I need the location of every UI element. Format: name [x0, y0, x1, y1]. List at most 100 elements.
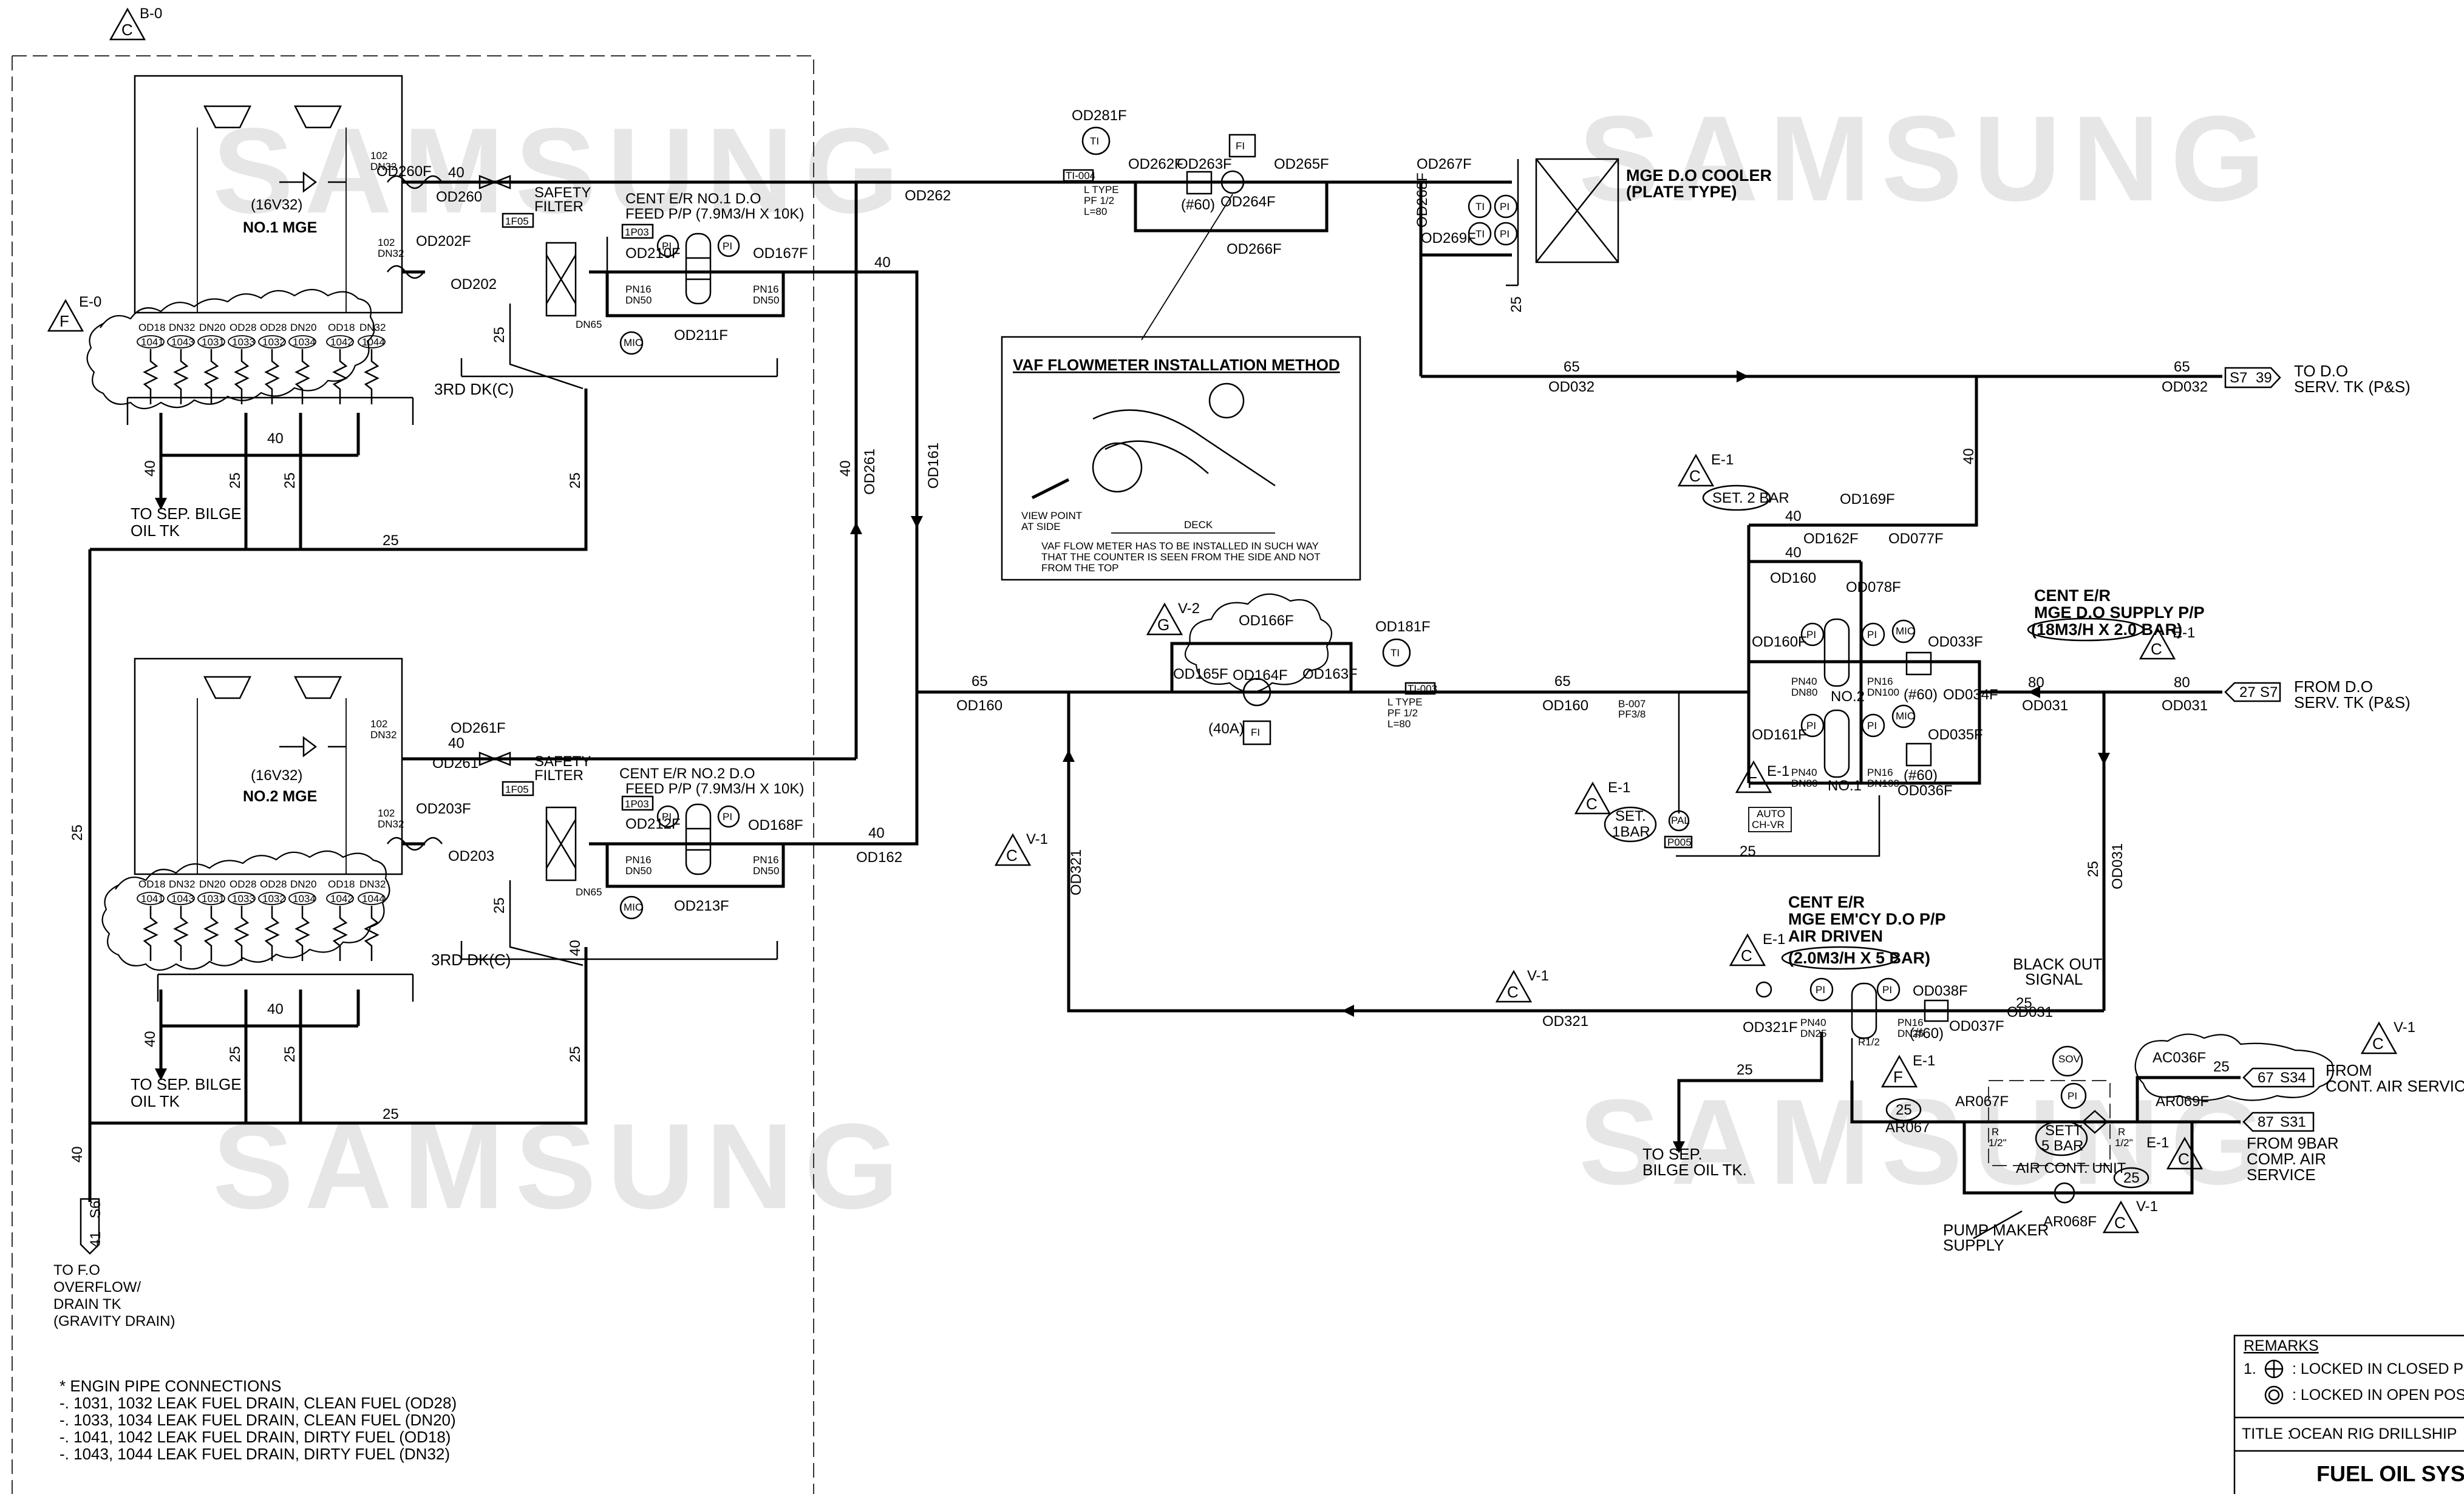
feed-pump-no2[interactable]: CENT E/R NO.2 D.O FEED P/P (7.9M3/H X 10… [619, 766, 804, 920]
connection-tag-oval [137, 335, 165, 348]
svg-text:25: 25 [227, 472, 243, 489]
svg-text:V-1: V-1 [1026, 831, 1048, 847]
svg-text:MIC: MIC [624, 337, 642, 348]
connection-tag: 1033 [232, 893, 255, 905]
svg-text:OD161F: OD161F [1752, 727, 1807, 743]
offpage-s31-from[interactable]: 87 S31 FROM 9BAR COMP. AIR SERVICE [2242, 1112, 2339, 1184]
connection-tag-oval [228, 335, 256, 348]
flex-hose [332, 906, 348, 961]
svg-text:F: F [1748, 773, 1757, 792]
ti-od281f[interactable]: TI OD281F TI-004 L TYPE PF 1/2 L=80 [1063, 107, 1127, 217]
svg-text:102: 102 [378, 237, 395, 248]
supply-pump-no2[interactable]: PI PI MIC NO.2 [1800, 618, 1932, 705]
svg-text:FROM D.O: FROM D.O [2294, 677, 2373, 696]
air-control-unit[interactable]: PI SOV SETT 5 BAR AIR CONT. UNIT [1988, 1045, 2126, 1177]
svg-text:(PLATE TYPE): (PLATE TYPE) [1626, 183, 1737, 201]
svg-text:C: C [1741, 946, 1752, 965]
svg-text:DN50: DN50 [625, 865, 652, 877]
connection-size-label: DN20 [290, 878, 316, 890]
connection-size-label: OD18 [328, 322, 355, 333]
offpage-s7-to[interactable]: S7 39 TO D.O SERV. TK (P&S) [2224, 362, 2411, 396]
svg-text:25: 25 [1508, 296, 1525, 313]
svg-text:L=80: L=80 [1084, 206, 1107, 217]
svg-text:PN16: PN16 [625, 854, 652, 866]
flowmeter-od264f[interactable]: FI [1186, 134, 1256, 195]
connection-tag: 1041 [141, 336, 164, 348]
svg-text:25: 25 [2085, 861, 2102, 877]
connection-size-label: DN20 [199, 878, 225, 890]
svg-text:B-007: B-007 [1618, 698, 1646, 710]
svg-text:(#60): (#60) [1904, 767, 1938, 784]
od260f-label: OD260F [376, 163, 432, 180]
svg-text:FEED P/P (7.9M3/H X 10K): FEED P/P (7.9M3/H X 10K) [625, 206, 804, 222]
svg-text:(#60): (#60) [1181, 197, 1215, 213]
svg-text:OD167F: OD167F [753, 245, 808, 262]
svg-text:65: 65 [2174, 359, 2190, 375]
rev-marker-c-e1-b: C E-1 [2139, 625, 2195, 660]
safety-filter-1[interactable]: 1F05 SAFETY FILTER DN65 [502, 185, 602, 330]
safety-filter-2[interactable]: 1F05 SAFETY FILTER DN65 [502, 753, 602, 898]
svg-text:FUEL OIL SYSTE: FUEL OIL SYSTE [2316, 1461, 2464, 1486]
svg-text:SUPPLY: SUPPLY [1943, 1236, 2004, 1254]
emcy-pump[interactable]: PI PI [1755, 977, 1949, 1039]
flex-hose [234, 906, 250, 961]
svg-text:PI: PI [1867, 720, 1877, 732]
svg-text:80: 80 [2174, 674, 2190, 691]
offpage-s34-from[interactable]: 67 S34 FROM CONT. AIR SERVICE [2242, 1061, 2464, 1095]
valve-od260f[interactable] [478, 175, 511, 189]
svg-text:1F05: 1F05 [505, 784, 529, 795]
do-cooler[interactable]: MGE D.O COOLER (PLATE TYPE) [1535, 158, 1772, 263]
rev-marker-c-v1-d: C V-1 [2102, 1198, 2158, 1234]
drain-lines-no2 [159, 990, 360, 1123]
svg-text:102: 102 [370, 150, 387, 161]
svg-text:CENT E/R NO.1 D.O: CENT E/R NO.1 D.O [625, 191, 761, 207]
svg-text:R: R [2118, 1126, 2125, 1138]
svg-text:PI: PI [1806, 720, 1816, 732]
valve-od261f[interactable] [478, 752, 511, 766]
engine-no2: NO.2 MGE (16V32) 3RD DK(C) [101, 657, 511, 1002]
flowmeter-od164f[interactable]: FI (40A) [1208, 677, 1271, 745]
connection-size-label: OD28 [260, 878, 287, 890]
rev-marker-f-e1-a: F E-1 [1735, 760, 1789, 793]
ti-od181f[interactable]: TI OD181F L TYPE PF 1/2 L=80 TI-003 [1375, 619, 1437, 730]
svg-text:FI: FI [1251, 727, 1260, 738]
svg-text:E-1: E-1 [2173, 625, 2195, 641]
svg-text:TO F.O: TO F.O [53, 1262, 100, 1278]
svg-text:C: C [2151, 640, 2162, 658]
svg-text:25: 25 [1896, 1102, 1912, 1118]
offpage-s6[interactable]: 41 S6 TO F.O OVERFLOW/ DRAIN TK (GRAVITY… [53, 1198, 175, 1329]
connection-tag: 1034 [293, 336, 316, 348]
svg-text:CONT. AIR SERVICE: CONT. AIR SERVICE [2326, 1077, 2464, 1095]
svg-text:C: C [1586, 795, 1598, 813]
svg-text:PN16: PN16 [1897, 1017, 1924, 1028]
svg-text:TI-003: TI-003 [1407, 683, 1437, 694]
svg-text:SERVICE: SERVICE [2247, 1166, 2316, 1184]
svg-text:87: 87 [2258, 1114, 2274, 1130]
svg-text:E-1: E-1 [1913, 1053, 1935, 1069]
svg-text:102: 102 [370, 718, 387, 730]
offpage-s27-from[interactable]: 27 S7 FROM D.O SERV. TK (P&S) [2224, 677, 2411, 711]
engine-no2-name: NO.2 MGE [243, 788, 317, 805]
supply-pump-no1[interactable]: PI PI MIC NO.1 [1800, 704, 1932, 794]
svg-text:FI: FI [1236, 140, 1245, 152]
svg-text:40: 40 [1961, 448, 1977, 464]
connection-tag: 1031 [202, 336, 225, 348]
svg-text:TI-004: TI-004 [1066, 170, 1095, 182]
rev-marker-c-v1-b: C V-1 [1495, 968, 1549, 1003]
connection-tag-oval [258, 892, 286, 905]
svg-text:FROM THE TOP: FROM THE TOP [1041, 562, 1119, 574]
svg-text:OD261: OD261 [432, 755, 478, 772]
svg-text:DN100: DN100 [1867, 778, 1899, 789]
svg-text:OD261: OD261 [862, 449, 878, 495]
svg-text:40: 40 [874, 254, 891, 271]
svg-text:FILTER: FILTER [534, 199, 584, 215]
feed-pump-no1[interactable]: CENT E/R NO.1 D.O FEED P/P (7.9M3/H X 10… [619, 191, 804, 355]
connection-tag: 1042 [330, 893, 353, 905]
svg-text:OD321: OD321 [1068, 849, 1084, 895]
connection-size-label: OD28 [260, 322, 287, 333]
engine-no2-connections: OD181041DN321043DN201031OD281033OD281032… [137, 878, 386, 961]
flex-hose [203, 349, 219, 404]
od202f-label: OD202F [416, 233, 471, 250]
svg-text:PN16: PN16 [625, 284, 652, 295]
connection-tag-oval [197, 335, 225, 348]
